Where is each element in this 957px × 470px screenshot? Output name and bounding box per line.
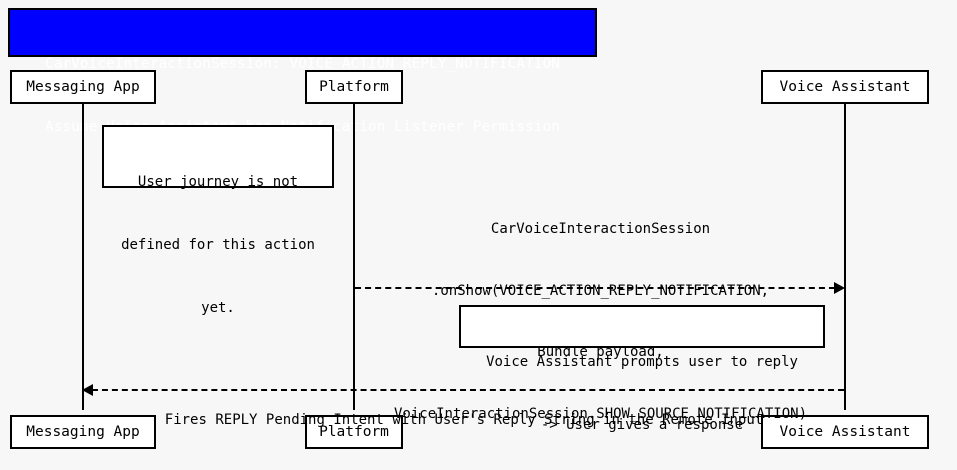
participant-box-messaging-app-bottom[interactable]: Messaging App bbox=[10, 415, 156, 449]
message-onshow-line-4: VoiceInteractionSession.SHOW_SOURCE_NOTI… bbox=[393, 405, 807, 422]
participant-box-voice-assistant-top[interactable]: Voice Assistant bbox=[761, 70, 929, 104]
message-onshow-line-2: .onShow(VOICE_ACTION_REPLY_NOTIFICATION, bbox=[431, 282, 770, 299]
lifeline-voice-assistant bbox=[844, 104, 846, 410]
participant-label-messaging-app-top: Messaging App bbox=[26, 79, 140, 95]
message-label-reply-intent: Fires REPLY Pending Intent with User's R… bbox=[92, 369, 836, 470]
participant-label-voice-assistant-top: Voice Assistant bbox=[779, 79, 911, 95]
note-user-journey: User journey is not defined for this act… bbox=[102, 125, 334, 316]
message-arrow-onshow-line bbox=[355, 287, 835, 289]
message-onshow-line-1: CarVoiceInteractionSession bbox=[490, 221, 711, 237]
diagram-title-banner: CarVoiceInteractionSession: VOICE_ACTION… bbox=[8, 8, 597, 135]
participant-box-platform-top[interactable]: Platform bbox=[305, 70, 403, 104]
message-reply-intent-line-1: Fires REPLY Pending Intent with User's R… bbox=[164, 412, 764, 428]
note-voice-prompt-line-2: -> User gives a response bbox=[540, 417, 744, 433]
participant-box-platform-bottom[interactable]: Platform bbox=[305, 415, 403, 449]
participant-box-voice-assistant-bottom[interactable]: Voice Assistant bbox=[761, 415, 929, 449]
note-user-journey-line-2: defined for this action bbox=[121, 237, 315, 253]
lifeline-messaging-app bbox=[82, 104, 84, 410]
participant-label-voice-assistant-bottom: Voice Assistant bbox=[779, 424, 911, 440]
note-voice-prompt: Voice Assistant prompts user to reply ->… bbox=[459, 305, 825, 433]
note-user-journey-line-1: User journey is not bbox=[137, 174, 299, 190]
note-user-journey-line-3: yet. bbox=[201, 300, 235, 316]
message-label-onshow: CarVoiceInteractionSession .onShow(VOICE… bbox=[357, 178, 844, 465]
participant-box-messaging-app-top[interactable]: Messaging App bbox=[10, 70, 156, 104]
lifeline-platform bbox=[353, 104, 355, 410]
participant-label-messaging-app-bottom: Messaging App bbox=[26, 424, 140, 440]
message-onshow-line-3: Bundle payload, bbox=[537, 344, 664, 360]
participant-label-platform-top: Platform bbox=[319, 79, 389, 95]
note-voice-prompt-line-1: Voice Assistant prompts user to reply bbox=[486, 354, 798, 370]
message-arrow-reply-intent-line bbox=[92, 389, 844, 391]
message-arrow-onshow-head-right-icon bbox=[834, 282, 845, 294]
diagram-title-line-1: CarVoiceInteractionSession: VOICE_ACTION… bbox=[44, 56, 561, 72]
participant-label-platform-bottom: Platform bbox=[319, 424, 389, 440]
message-arrow-reply-intent-head-left-icon bbox=[82, 384, 93, 396]
